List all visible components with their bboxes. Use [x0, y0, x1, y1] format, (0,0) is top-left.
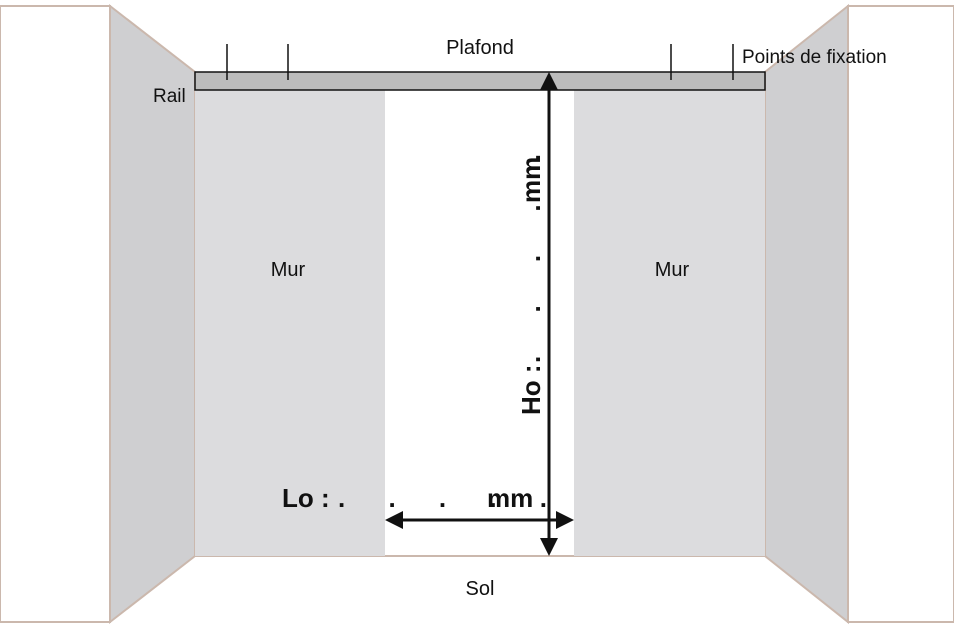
rail: [194, 71, 766, 91]
width-unit: mm: [487, 483, 533, 513]
wall-right: [574, 90, 765, 556]
floor-label: Sol: [466, 578, 495, 600]
right-outer-panel: [847, 5, 954, 623]
width-arrow-head-right: [556, 511, 574, 529]
left-outer-panel: [0, 5, 111, 623]
width-dots: . . . . .: [338, 483, 565, 513]
wall-left-label: Mur: [271, 259, 306, 281]
height-dots: . . . . .: [516, 136, 546, 363]
right-side-wall: [764, 3, 849, 625]
width-prefix: Lo :: [282, 483, 330, 513]
wall-right-label: Mur: [655, 259, 690, 281]
height-measurement: Ho : . . . . . mm: [516, 136, 546, 415]
rail-label: Rail: [153, 86, 186, 107]
width-measurement: Lo : . . . . . mm: [282, 483, 565, 513]
ceiling-label: Plafond: [446, 37, 514, 59]
height-arrow-head-top: [540, 72, 558, 90]
height-unit: mm: [516, 157, 546, 203]
width-arrow-head-left: [385, 511, 403, 529]
wall-left: [195, 90, 385, 556]
height-arrow-head-bottom: [540, 538, 558, 556]
fixing-points-label: Points de fixation: [742, 47, 887, 68]
height-prefix: Ho :: [516, 364, 546, 415]
